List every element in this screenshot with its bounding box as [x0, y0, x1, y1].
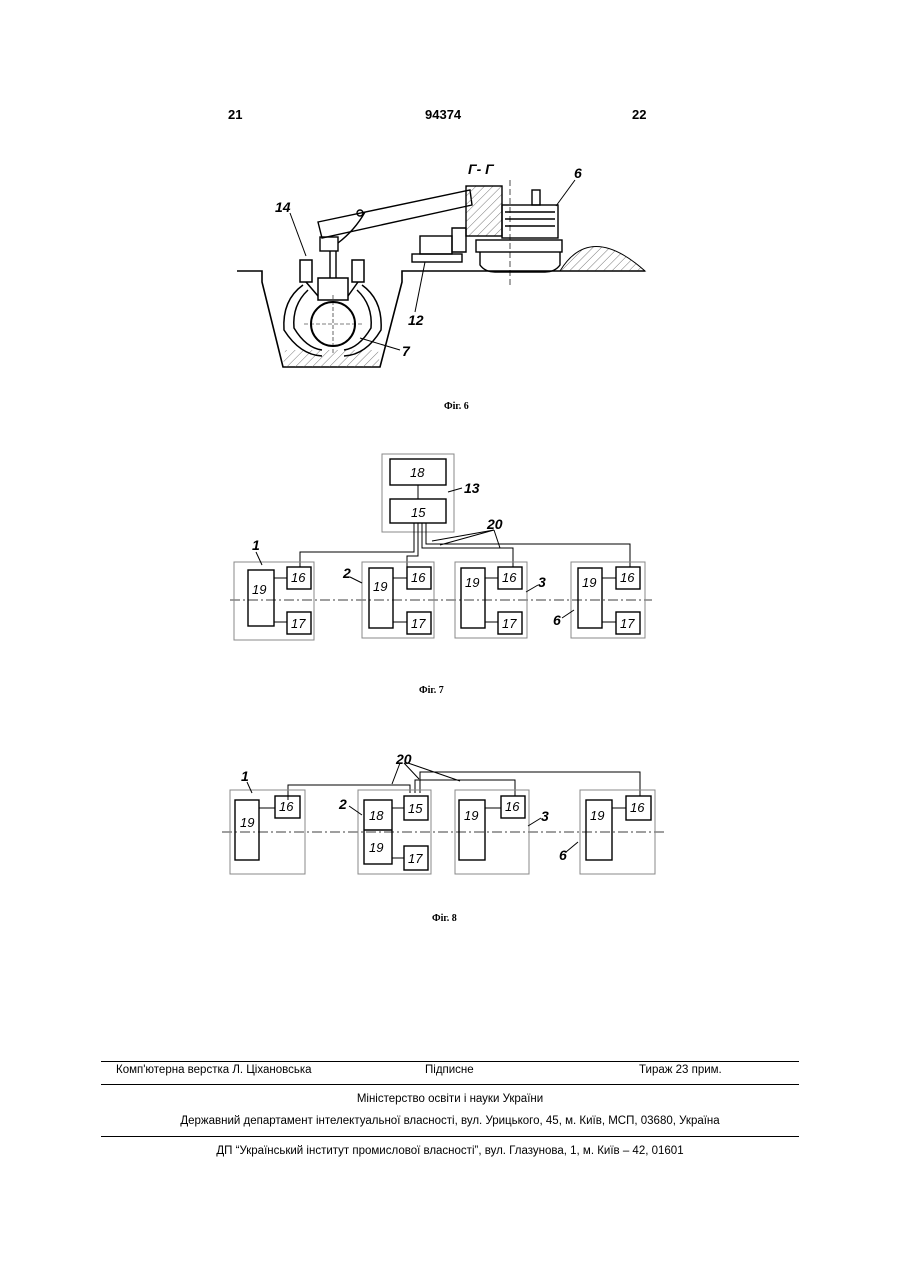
footer-department: Державний департамент інтелектуальної вл… — [101, 1115, 799, 1127]
fig8-unit-2-block-bottom: 17 — [408, 851, 423, 866]
fig8-unit-1-block-left: 19 — [240, 815, 254, 830]
footer-institute: ДП “Український інститут промислової вла… — [101, 1145, 799, 1157]
fig8-unit-1-label: 1 — [241, 768, 249, 784]
fig8-caption: Фіг. 8 — [432, 913, 457, 924]
fig8-unit-2-block-top: 15 — [408, 801, 423, 816]
fig8-unit-3-label: 3 — [541, 808, 549, 824]
fig8-unit-6-block-top: 16 — [630, 800, 645, 815]
fig8-unit-6-block-left: 19 — [590, 808, 604, 823]
fig8-unit-2-label: 2 — [338, 796, 347, 812]
fig8-unit-2-block-left-bottom: 19 — [369, 840, 383, 855]
footer-layout-credit: Комп'ютерна верстка Л. Ціхановська — [116, 1064, 312, 1076]
footer-rule-top — [101, 1061, 799, 1062]
footer-circulation: Тираж 23 прим. — [639, 1064, 722, 1076]
footer-signed: Підписне — [425, 1064, 474, 1076]
fig8-label-20: 20 — [395, 751, 412, 767]
fig8-unit-3-block-top: 16 — [505, 799, 520, 814]
footer-rule-middle — [101, 1084, 799, 1085]
footer-ministry: Міністерство освіти і науки України — [101, 1093, 799, 1105]
footer-rule-bottom — [101, 1136, 799, 1137]
fig8-unit-2-block-left-top: 18 — [369, 808, 384, 823]
fig8-unit-1-block-top: 16 — [279, 799, 294, 814]
fig8-unit-6-label: 6 — [559, 847, 567, 863]
fig8-unit-3-block-left: 19 — [464, 808, 478, 823]
